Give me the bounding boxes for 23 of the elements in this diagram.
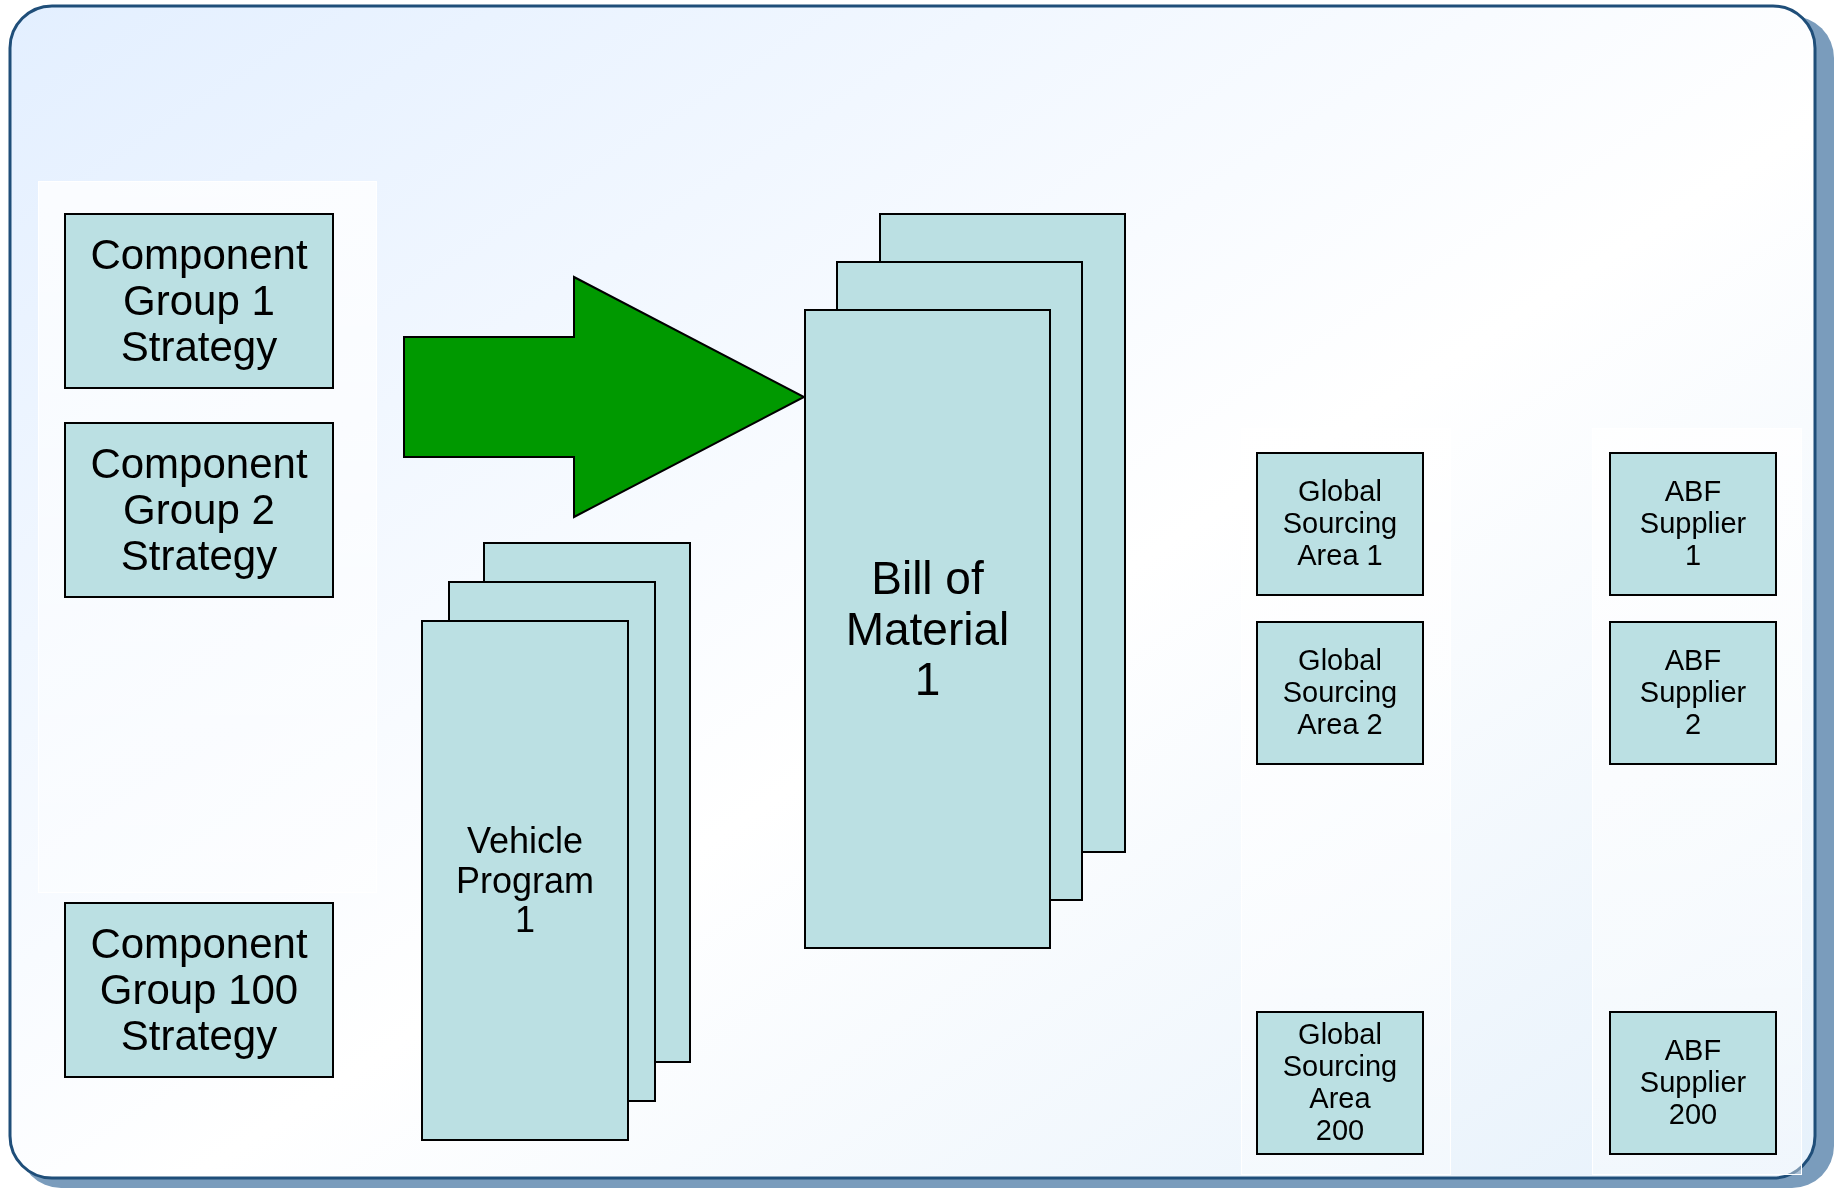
supplier-box <box>1609 621 1777 765</box>
node-label: Component Group 100 Strategy <box>89 920 309 1060</box>
node-label: Component Group 1 Strategy <box>89 231 309 371</box>
sourcing-area-box <box>1256 1011 1424 1155</box>
node-label: Vehicle Program 1 <box>455 821 594 940</box>
node-label: Global Sourcing Area 200 <box>1282 1019 1398 1147</box>
block-arrow <box>403 275 807 519</box>
node-label: ABF Supplier 2 <box>1639 645 1747 741</box>
node-label: ABF Supplier 1 <box>1639 476 1747 572</box>
sourcing-area-box <box>1256 621 1424 765</box>
strategy-box <box>64 902 334 1078</box>
node-label: Component Group 2 Strategy <box>89 440 309 580</box>
strategy-box <box>64 213 334 389</box>
supplier-box <box>1609 1011 1777 1155</box>
node-label: Global Sourcing Area 1 <box>1281 476 1399 572</box>
node-label: Global Sourcing Area 2 <box>1281 645 1399 741</box>
node-label: ABF Supplier 200 <box>1639 1035 1747 1131</box>
node-label: Bill of Material 1 <box>844 553 1011 705</box>
supplier-box <box>1609 452 1777 596</box>
stacked-document-cards <box>804 213 1126 949</box>
stacked-program-cards <box>421 542 691 1141</box>
strategy-box <box>64 422 334 598</box>
sourcing-area-box <box>1256 452 1424 596</box>
